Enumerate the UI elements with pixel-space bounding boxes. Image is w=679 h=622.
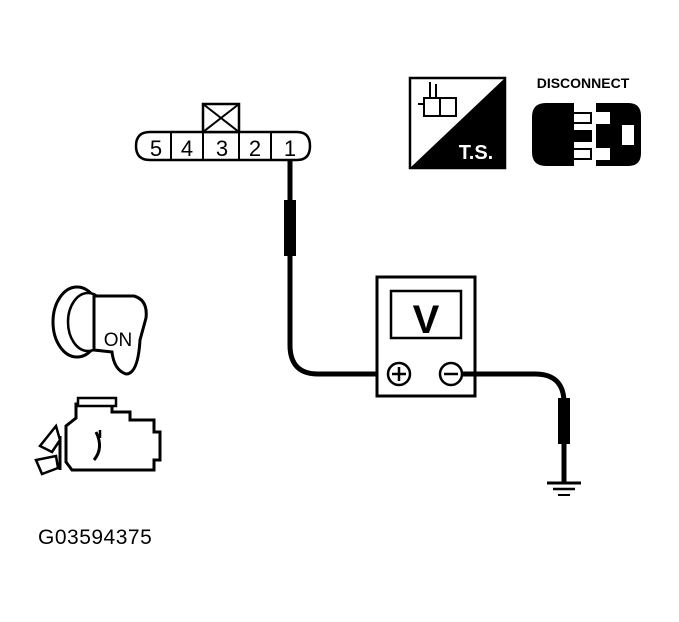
figure-code: G03594375	[38, 526, 153, 549]
pin-label: 4	[181, 136, 193, 161]
negative-terminal-icon	[438, 361, 464, 387]
harness-connector: 5 4 3 2 1	[134, 102, 312, 162]
voltmeter: V	[375, 275, 477, 398]
pin-label: 5	[150, 136, 162, 161]
ts-harness-icon: T.S.	[408, 76, 507, 170]
positive-terminal-icon	[386, 361, 412, 387]
pin-label: 3	[216, 136, 228, 161]
ground-icon	[547, 481, 581, 496]
ignition-on-label: ON	[104, 330, 133, 351]
pin-label: 1	[284, 136, 296, 161]
ts-label: T.S.	[459, 142, 493, 164]
voltmeter-unit: V	[413, 298, 440, 342]
disconnect-icon: DISCONNECT	[532, 75, 641, 166]
negative-probe-lead	[462, 371, 570, 482]
probe-sleeve	[558, 398, 570, 444]
connector-lock-tab	[201, 102, 241, 134]
pin-label: 2	[249, 136, 261, 161]
engine-icon	[34, 396, 162, 476]
probe-sleeve	[284, 200, 296, 256]
disconnect-label: DISCONNECT	[537, 75, 630, 91]
ignition-key-icon: ON	[51, 285, 148, 376]
positive-probe-lead	[284, 160, 386, 377]
voltmeter-display	[389, 289, 463, 340]
